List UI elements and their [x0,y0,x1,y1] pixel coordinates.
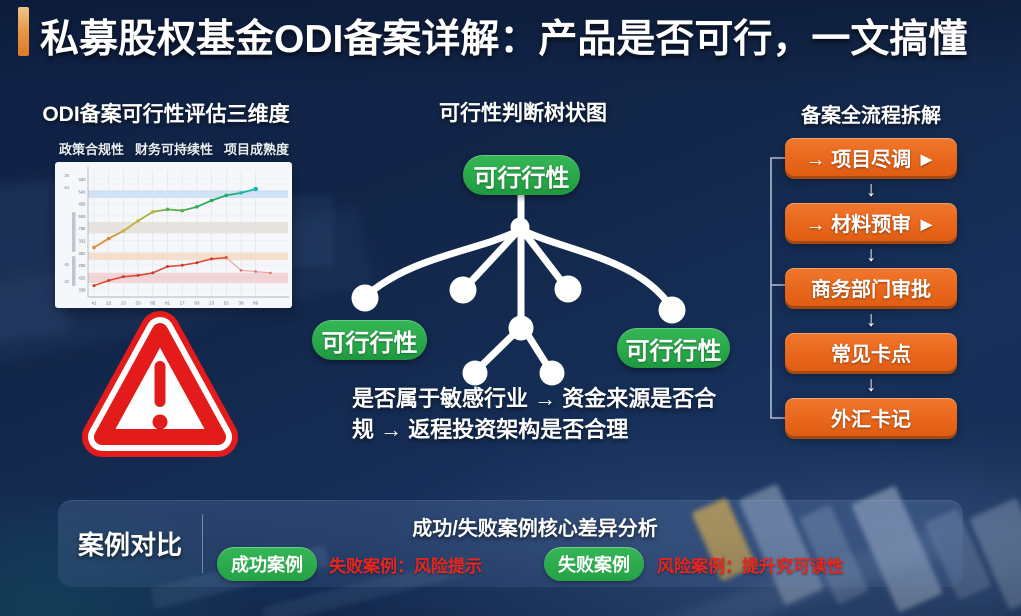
vertical-divider [202,514,203,573]
case-badge-row: 成功案例 失败案例：风险提示 失败案例 风险案例：提升究可读性 [217,547,963,581]
flow-step-forex-registration[interactable]: 外汇卡记 [785,398,957,436]
feasibility-line-chart: 41 22 23 33 85 81 17 83 23 52 39 69 330 540 458 500 788 3… [55,162,292,308]
dimension-label-policy: 政策合规性 [58,142,124,157]
case-comparison-content: 成功/失败案例核心差异分析 成功案例 失败案例：风险提示 失败案例 风险案例：提… [203,500,963,587]
risk-case-note: 风险案例：提升究可读性 [657,556,844,576]
left-section-heading: ODI备案可行性评估三维度 [42,103,290,126]
svg-text:33: 33 [136,301,142,306]
svg-text:39: 39 [238,301,244,306]
svg-text:425: 425 [79,275,87,280]
tree-node-right [554,275,582,303]
tree-right-pill[interactable]: 可行行性 [617,328,730,368]
svg-text:81: 81 [165,301,171,306]
svg-text:23: 23 [209,301,215,306]
fail-case-note: 失败案例：风险提示 [329,556,482,576]
tree-node-middle [508,315,534,341]
title-accent-bar [18,7,29,56]
warning-triangle-icon [80,308,240,460]
tree-root-pill[interactable]: 可行行性 [463,155,580,195]
svg-text:330: 330 [79,177,87,182]
page-title: 私募股权基金ODI备案详解：产品是否可行，一文搞懂 [40,18,968,61]
svg-text:500: 500 [79,214,87,219]
svg-text:22: 22 [106,301,112,306]
svg-text:338: 338 [79,288,87,293]
flow-section-heading: 备案全流程拆解 [801,105,941,127]
svg-text:255: 255 [79,263,87,268]
down-arrow-icon: ↓ [865,307,877,331]
svg-text:788: 788 [79,226,87,231]
dimension-label-finance: 财务可持续性 [134,142,213,157]
flow-steps-column: → 项目尽调 ► ↓ → 材料预审 ► ↓ 商务部门审批 ↓ 常见卡点 ↓ 外汇… [785,138,957,436]
svg-text:83: 83 [194,301,200,306]
dimension-labels-row: 政策合规性 财务可持续性 项目成熟度 [48,139,300,158]
tree-hub-node [510,217,530,237]
exclamation-bar [154,361,166,407]
tree-node-bottom-right [539,360,565,386]
svg-text:23: 23 [121,301,127,306]
flow-step-due-diligence[interactable]: → 项目尽调 ► [785,138,957,176]
down-arrow-icon: ↓ [865,177,877,201]
down-arrow-icon: ↓ [865,242,877,266]
case-comparison-label: 案例对比 [77,530,182,560]
exclamation-dot [152,414,168,430]
line-chart-svg: 41 22 23 33 85 81 17 83 23 52 39 69 330 540 458 500 788 3… [64,167,289,306]
svg-text:41: 41 [91,301,97,306]
case-analysis-title: 成功/失败案例核心差异分析 [412,518,658,540]
svg-text:540: 540 [79,189,87,194]
tree-caption-line1: 是否属于敏感行业 → 资金来源是否合 [352,386,717,411]
svg-text:458: 458 [79,202,87,207]
flow-step-common-blockers[interactable]: 常见卡点 [785,333,957,371]
svg-text:17: 17 [180,301,186,306]
tree-node-left [449,276,477,304]
down-arrow-icon: ↓ [865,372,877,396]
tree-node-far-right [658,296,686,324]
tree-node-bottom-left [462,360,488,386]
tree-section-heading: 可行性判断树状图 [439,102,607,125]
flow-step-material-review[interactable]: → 材料预审 ► [785,203,957,241]
case-comparison-panel: 案例对比 成功/失败案例核心差异分析 成功案例 失败案例：风险提示 失败案例 风… [58,500,963,587]
tree-left-pill[interactable]: 可行行性 [312,320,427,360]
fail-case-badge[interactable]: 失败案例 [544,547,644,581]
svg-text:382: 382 [79,251,87,256]
svg-text:332: 332 [79,239,87,244]
svg-text:69: 69 [253,301,259,306]
tree-branches-svg [351,188,686,386]
tree-node-far-left [351,284,379,312]
tree-caption-line2: 规 → 返程投资架构是否合理 [352,417,629,442]
svg-text:45: 45 [64,262,69,267]
success-case-badge[interactable]: 成功案例 [217,547,317,581]
svg-text:30: 30 [64,279,69,284]
svg-text:52: 52 [224,301,230,306]
svg-text:54: 54 [64,185,69,190]
svg-text:85: 85 [150,301,156,306]
tree-caption: 是否属于敏感行业 → 资金来源是否合 规 → 返程投资架构是否合理 [352,383,752,445]
dimension-label-maturity: 项目成熟度 [224,142,290,157]
svg-text:30: 30 [64,173,69,178]
flow-step-mofcom-approval[interactable]: 商务部门审批 [785,268,957,306]
